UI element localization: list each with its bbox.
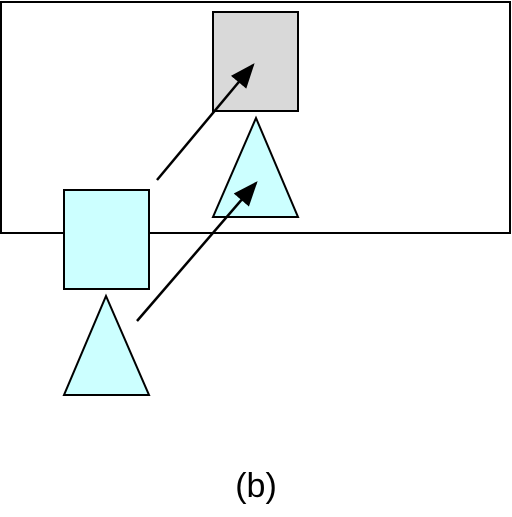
- cyan-square: [63, 189, 150, 290]
- figure-caption: (b): [235, 467, 277, 505]
- outer-cyan-triangle: [62, 293, 151, 396]
- arrow-triangle-to-inner-triangle: [136, 181, 258, 322]
- arrow-square-to-gray-square: [156, 63, 255, 181]
